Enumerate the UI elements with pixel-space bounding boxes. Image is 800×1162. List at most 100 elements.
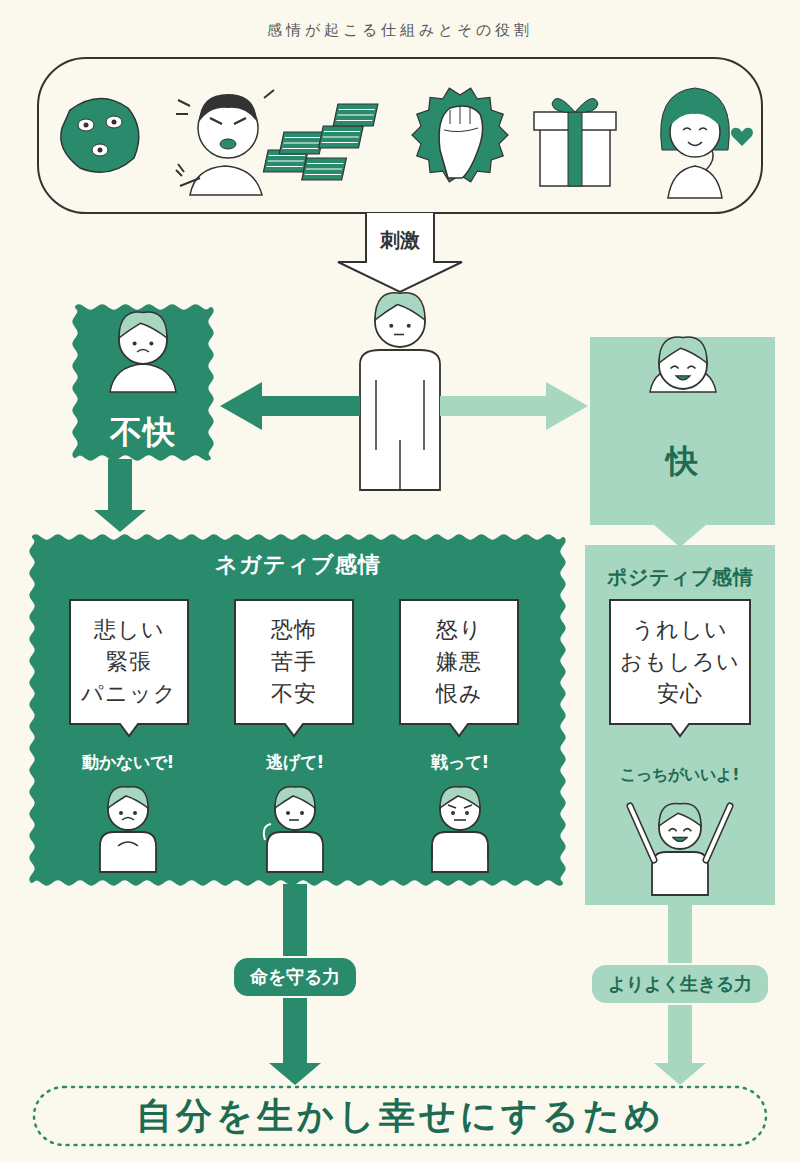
positive-emotion-panel: ポジティブ感情うれしい おもしろい 安心 (585, 545, 775, 905)
shoulders (110, 364, 176, 392)
bill-stack (302, 158, 347, 180)
emotion-words: 怒り 嫌悪 恨み (436, 614, 483, 710)
bill-edge (324, 131, 360, 132)
woman-icon (661, 88, 753, 198)
happy-figure (630, 804, 730, 895)
eye (133, 342, 137, 346)
reaction-figure (100, 787, 156, 872)
man-body (190, 166, 262, 195)
hair (375, 293, 425, 320)
speech-outline (235, 600, 353, 736)
fist-fingers (444, 106, 478, 132)
woman-hands (706, 150, 713, 170)
eyes (669, 829, 692, 832)
mouth (673, 837, 687, 841)
eye (133, 811, 137, 815)
man-brows (210, 118, 246, 124)
reaction-label: 戦って! (431, 751, 490, 774)
stimulus-band (38, 58, 762, 213)
arrow-to-unpleasant (220, 382, 360, 430)
germ-eye (92, 144, 108, 156)
speech-outline (70, 600, 188, 736)
unpleasant-face (110, 312, 176, 392)
hair (275, 787, 315, 808)
emotion-words: 悲しい 緊張 パニック (81, 614, 177, 710)
edge-label: よりよく生きる力 (590, 963, 770, 1005)
goal-box: 自分を生かし幸せにするため (30, 1083, 770, 1149)
germ-pupil (112, 120, 117, 125)
fist (264, 824, 271, 840)
dashed-outline (34, 1087, 766, 1145)
bill-edge (284, 142, 320, 143)
gift-bow (552, 99, 598, 113)
hair (440, 787, 480, 808)
hair (659, 337, 707, 363)
torso (432, 832, 488, 872)
germ-pupil (84, 123, 89, 128)
node-text: 快 (666, 442, 699, 480)
brows (448, 805, 472, 808)
eye (465, 811, 469, 815)
emotion-box: うれしい おもしろい 安心 (608, 598, 752, 726)
panel-fill (590, 337, 775, 525)
speech-outline (400, 600, 518, 736)
torso (360, 350, 440, 490)
fist-icon (412, 88, 508, 182)
burst (412, 88, 508, 182)
bill-stack (333, 104, 378, 126)
arms (432, 846, 488, 860)
arrow-head (654, 1063, 706, 1085)
eye (149, 342, 153, 346)
node-text: 自分を生かし幸せにするため (136, 1094, 665, 1137)
bill-edge (268, 160, 304, 161)
node-text: 不快 (110, 413, 176, 451)
node-text: ネガティブ感情 (215, 552, 381, 578)
germ-icon (61, 98, 139, 172)
torso (100, 832, 156, 872)
reaction-figure (432, 787, 488, 872)
anger-marks (176, 90, 274, 114)
eyes (671, 366, 696, 369)
reaction-label: 逃げて! (266, 751, 325, 774)
angry-man-icon (176, 90, 274, 195)
pleasant-face (650, 337, 716, 392)
emotion-words: 恐怖 苦手 不安 (271, 614, 317, 710)
mouth (137, 350, 149, 353)
bill-edge (307, 163, 343, 164)
eye (300, 811, 304, 815)
arrow-to-pleasant (440, 382, 588, 430)
eye (407, 324, 411, 328)
money-icon (263, 104, 377, 180)
torso (267, 832, 323, 872)
emotion-words: うれしい おもしろい 安心 (620, 614, 740, 710)
torso (652, 852, 708, 895)
reaction-label: こっちがいいよ! (620, 765, 739, 786)
man-hair (199, 94, 257, 122)
bill-edge (267, 166, 303, 167)
speech-outline (610, 600, 750, 736)
bill-stack (279, 132, 324, 154)
gift-ribbon (568, 112, 582, 186)
woman-smile (683, 128, 707, 146)
arrow-shaft (108, 459, 132, 511)
bill-edge (306, 168, 342, 169)
fist (439, 106, 482, 178)
eye (286, 811, 290, 815)
woman-body (668, 166, 722, 198)
mouth (122, 818, 134, 821)
germ-eye (106, 116, 122, 128)
bill-edge (323, 136, 359, 137)
bill-edge (282, 148, 318, 149)
edge-label: 命を守る力 (232, 956, 358, 998)
bill-stack (319, 126, 364, 148)
gift-icon (534, 99, 616, 186)
flow-arrow (94, 459, 146, 532)
eye (451, 811, 455, 815)
mouth (394, 334, 404, 336)
panel-fill (585, 545, 775, 905)
node-text: ポジティブ感情 (607, 565, 754, 589)
bill-edge (322, 142, 358, 143)
mouth (289, 819, 299, 821)
arm-lines (376, 380, 424, 490)
